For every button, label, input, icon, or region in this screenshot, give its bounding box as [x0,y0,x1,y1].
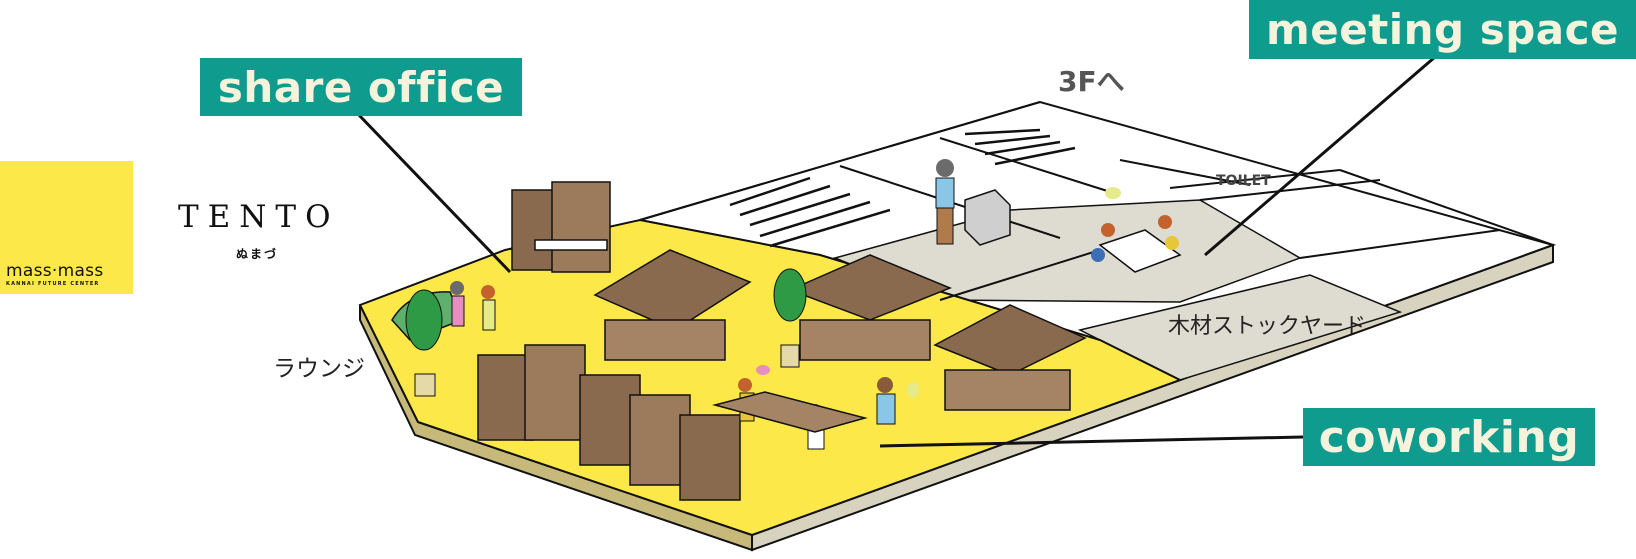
stairs-icon [729,128,1076,248]
floor-slab [358,100,1557,552]
leader-lines [356,55,1436,448]
toilet-label: TOILET [1216,173,1271,189]
lounge-furniture [391,268,807,397]
share-office-booth [511,181,611,273]
booth-desks [477,344,741,501]
person-icon [935,159,955,245]
meeting-space-callout: meeting space [1249,0,1636,59]
people-icons [450,281,919,450]
meeting-table-icon [1091,187,1182,273]
logo-subtext: KANNAI FUTURE CENTER [6,281,100,287]
share-office-callout: share office [200,58,522,116]
stockyard-label: 木材ストックヤード [1168,314,1367,339]
copier-icon [964,189,1011,246]
coworking-callout: coworking [1303,408,1595,466]
long-table-icon [712,391,868,433]
tento-logo: TENTO [178,199,340,235]
mass-mass-logo: mass·mass KANNAI FUTURE CENTER [0,161,133,294]
to-3f-label: 3Fへ [1058,65,1125,98]
logo-text: mass·mass [6,261,104,281]
coworking-pergola [593,249,1087,411]
back-lines [639,101,1554,301]
tento-subtitle: ぬまづ [236,247,279,261]
lounge-label: ラウンジ [273,356,365,382]
